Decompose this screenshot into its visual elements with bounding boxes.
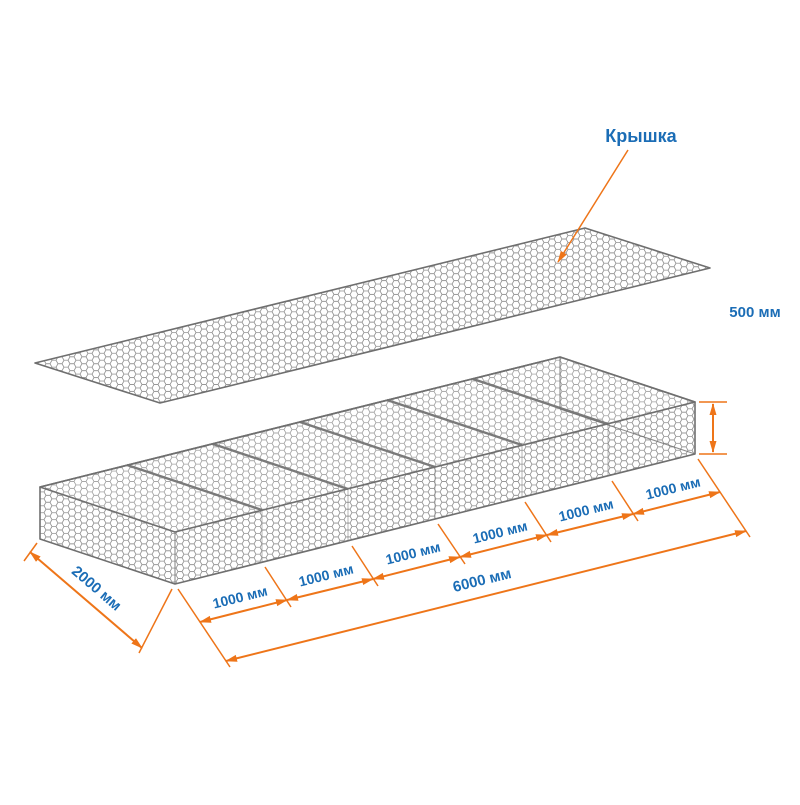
box-edge (559, 408, 696, 455)
divider-line (126, 463, 263, 512)
lid-callout: Крышка (557, 126, 678, 263)
extension-line (138, 588, 173, 654)
segment-dim-arrow (632, 491, 721, 515)
divider-line (472, 377, 609, 426)
width-dim-arrow (29, 551, 143, 649)
box-dividers (126, 377, 609, 512)
divider-line (212, 442, 349, 491)
box-rim-edge (39, 356, 696, 533)
length-dim-arrow (225, 530, 747, 662)
lid-leader-line (557, 149, 629, 263)
extension-line (697, 458, 751, 538)
lid-label: Крышка (605, 126, 677, 146)
extension-line (437, 523, 466, 565)
lid (34, 227, 711, 404)
divider-line (386, 398, 523, 447)
lid-mesh-panel (35, 228, 710, 403)
dimension-height-500: 500 мм (699, 304, 781, 455)
box-mesh-body (40, 357, 695, 584)
lid-outline (34, 227, 711, 404)
divider-line (299, 420, 436, 469)
width-label: 2000 мм (68, 563, 124, 615)
extension-line (177, 588, 231, 668)
box-edges (39, 356, 696, 585)
height-label: 500 мм (729, 304, 780, 321)
